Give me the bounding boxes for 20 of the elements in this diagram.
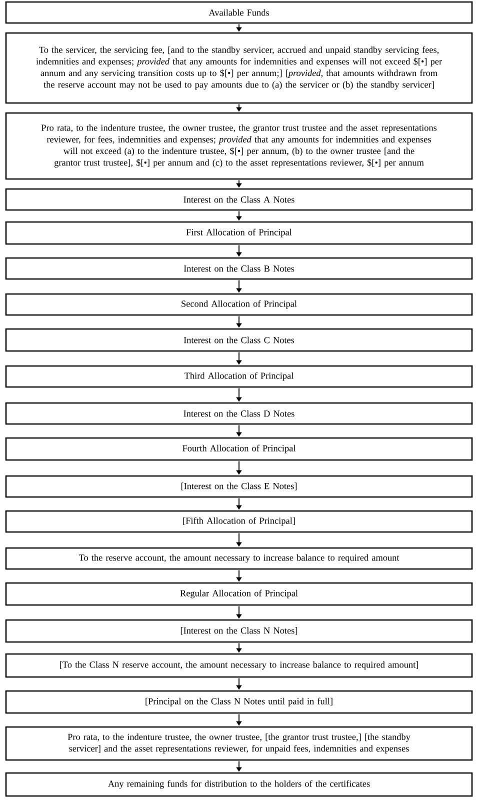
process-box: [Interest on the Class N Notes] bbox=[5, 619, 473, 643]
process-box: Interest on the Class A Notes bbox=[5, 188, 473, 211]
process-box: First Allocation of Principal bbox=[5, 221, 473, 245]
process-box: Regular Allocation of Principal bbox=[5, 582, 473, 606]
process-box: [To the Class N reserve account, the amount necessary to increase balance to required amount] bbox=[5, 653, 473, 678]
process-box: Interest on the Class D Notes bbox=[5, 402, 473, 425]
process-box: Interest on the Class B Notes bbox=[5, 257, 473, 280]
process-box: Fourth Allocation of Principal bbox=[5, 437, 473, 461]
process-box: [Fifth Allocation of Principal] bbox=[5, 510, 473, 533]
process-box: Pro rata, to the indenture trustee, the owner trustee, the grantor trust trustee and the asset representations reviewer, for fees, indemnities and expenses; provided that any amounts for indemnities and expenses will not exceed (a) to the indenture trustee, $[•] per annum, (b) to the owner trustee [and the grantor trust trustee], $[•] per annum and (c) to the asset representations reviewer, $[•] per annum bbox=[5, 112, 473, 180]
process-box: Third Allocation of Principal bbox=[5, 365, 473, 388]
process-box: [Interest on the Class E Notes] bbox=[5, 475, 473, 498]
process-box: Available Funds bbox=[5, 1, 473, 24]
process-box: Pro rata, to the indenture trustee, the owner trustee, [the grantor trust trustee,] [the standby servicer] and the asset representations reviewer, for unpaid fees, indemnities and expenses bbox=[5, 726, 473, 761]
process-box: [Principal on the Class N Notes until paid in full] bbox=[5, 690, 473, 714]
process-box: Second Allocation of Principal bbox=[5, 293, 473, 316]
process-box: Interest on the Class C Notes bbox=[5, 328, 473, 352]
process-box: Any remaining funds for distribution to the holders of the certificates bbox=[5, 772, 473, 797]
process-box: To the servicer, the servicing fee, [and to the standby servicer, accrued and unpaid standby servicing fees, indemnities and expenses; provided that any amounts for indemnities and expenses will not exceed $[•] per annum and any servicing transition costs up to $[•] per annum;] [provided, that amounts withdrawn from the reserve account may not be used to pay amounts due to (a) the servicer or (b) the standby servicer] bbox=[5, 32, 473, 104]
process-box: To the reserve account, the amount necessary to increase balance to required amount bbox=[5, 547, 473, 570]
